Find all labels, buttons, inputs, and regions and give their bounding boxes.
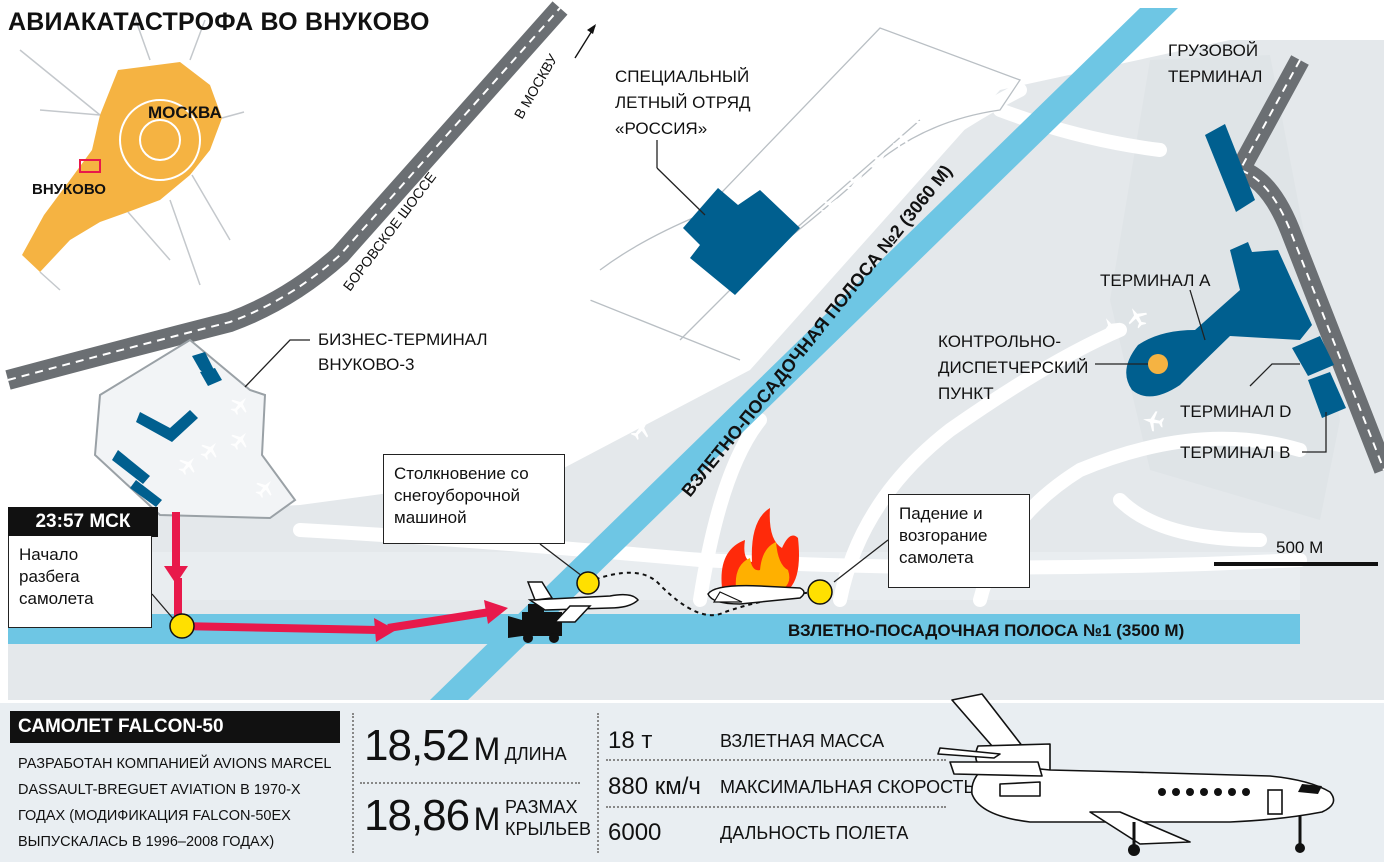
svg-text:ПУНКТ: ПУНКТ	[938, 384, 994, 403]
wingspan-label-box: РАЗМАХ КРЫЛЬЕВ	[505, 797, 591, 841]
svg-text:ДИСПЕТЧЕРСКИЙ: ДИСПЕТЧЕРСКИЙ	[938, 358, 1088, 377]
crash-callout: Падение и возгорание самолета	[888, 494, 1030, 588]
svg-text:«РОССИЯ»: «РОССИЯ»	[615, 119, 707, 138]
spec-value: 6000	[608, 819, 662, 846]
spec-value: 18 т	[608, 727, 653, 754]
spec-label: ДАЛЬНОСТЬ ПОЛЕТА	[720, 823, 909, 843]
wingspan-label: РАЗМАХ КРЫЛЬЕВ	[505, 797, 592, 839]
start-callout-text: Начало разбега самолета	[19, 545, 94, 608]
length-label: ДЛИНА	[504, 744, 567, 764]
terminal-a-label: ТЕРМИНАЛ А	[1100, 271, 1211, 290]
collision-callout-text: Столкновение со снегоуборочной машиной	[394, 464, 529, 527]
svg-text:БИЗНЕС-ТЕРМИНАЛ: БИЗНЕС-ТЕРМИНАЛ	[318, 330, 488, 349]
crash-callout-text: Падение и возгорание самолета	[899, 504, 988, 567]
moscow-region	[22, 62, 222, 272]
separator	[352, 713, 354, 853]
start-marker	[169, 613, 195, 639]
terminal-a-building	[1126, 242, 1312, 397]
separator	[597, 713, 599, 853]
inset-airport-label: ВНУКОВО	[32, 181, 106, 198]
aircraft-collision-icon	[526, 581, 639, 623]
time-badge: 23:57 МСК	[8, 507, 158, 537]
wingspan-stat: 18,86 М	[364, 791, 500, 841]
start-callout: Начало разбега самолета	[8, 536, 152, 628]
inset-map: МОСКВА ВНУКОВО	[8, 17, 248, 291]
spec-label: ВЗЛЕТНАЯ МАССА	[720, 731, 885, 751]
separator	[360, 782, 580, 784]
arrow-to-moscow-icon	[574, 24, 596, 59]
fire-icon	[721, 508, 799, 588]
business-terminal-label: БИЗНЕС-ТЕРМИНАЛ ВНУКОВО-3	[318, 330, 488, 374]
special-squad-building	[683, 188, 800, 295]
control-tower-icon	[1148, 354, 1168, 374]
spec-label: МАКСИМАЛЬНАЯ СКОРОСТЬ	[720, 777, 976, 797]
terminal-d-building	[1292, 336, 1334, 376]
crash-marker	[807, 579, 833, 605]
cargo-terminal-label: ГРУЗОВОЙ ТЕРМИНАЛ	[1168, 41, 1262, 86]
business-terminal-buildings	[112, 352, 222, 507]
collision-callout: Столкновение со снегоуборочной машиной	[383, 454, 565, 544]
terminal-d-label: ТЕРМИНАЛ D	[1180, 402, 1291, 421]
separator	[606, 759, 946, 761]
svg-text:СПЕЦИАЛЬНЫЙ: СПЕЦИАЛЬНЫЙ	[615, 67, 749, 86]
cargo-terminal-building	[1205, 124, 1255, 212]
svg-text:КОНТРОЛЬНО-: КОНТРОЛЬНО-	[938, 332, 1061, 351]
page-title: АВИАКАТАСТРОФА ВО ВНУКОВО	[8, 8, 430, 36]
aircraft-description: РАЗРАБОТАН КОМПАНИЕЙ AVIONS MARCEL DASSA…	[18, 756, 331, 850]
length-value: 18,52	[364, 721, 470, 770]
wingspan-unit: М	[473, 801, 501, 837]
svg-text:ВНУКОВО-3: ВНУКОВО-3	[318, 355, 414, 374]
runway-2	[430, 8, 1178, 700]
aircraft-crashed-icon	[707, 584, 805, 605]
collision-marker	[576, 571, 600, 595]
svg-text:ЛЕТНЫЙ ОТРЯД: ЛЕТНЫЙ ОТРЯД	[615, 93, 751, 112]
falcon-50-illustration	[937, 693, 1335, 856]
snowplow-icon	[508, 604, 562, 643]
svg-text:ТЕРМИНАЛ: ТЕРМИНАЛ	[1168, 67, 1262, 86]
special-squad-label: СПЕЦИАЛЬНЫЙ ЛЕТНЫЙ ОТРЯД «РОССИЯ»	[615, 67, 751, 138]
spec-value: 880 км/ч	[608, 773, 701, 800]
length-unit: М	[473, 731, 501, 767]
scale-label: 500 М	[1276, 538, 1323, 557]
wingspan-value: 18,86	[364, 791, 470, 840]
length-stat: 18,52 М ДЛИНА	[364, 721, 567, 771]
terminal-b-building	[1308, 372, 1346, 418]
svg-text:ГРУЗОВОЙ: ГРУЗОВОЙ	[1168, 41, 1258, 60]
inset-city-label: МОСКВА	[148, 103, 222, 122]
road-borovskoe	[5, 1, 568, 390]
separator	[606, 806, 946, 808]
control-tower-label: КОНТРОЛЬНО- ДИСПЕТЧЕРСКИЙ ПУНКТ	[938, 332, 1088, 403]
runway-1-label: ВЗЛЕТНО-ПОСАДОЧНАЯ ПОЛОСА №1 (3500 М)	[788, 621, 1184, 640]
terminal-b-label: ТЕРМИНАЛ В	[1180, 443, 1290, 462]
vnukovo-marker	[79, 159, 101, 173]
aircraft-header: САМОЛЕТ FALCON-50	[10, 711, 340, 743]
aircraft-info-panel: САМОЛЕТ FALCON-50 РАЗРАБОТАН КОМПАНИЕЙ A…	[0, 703, 1384, 862]
